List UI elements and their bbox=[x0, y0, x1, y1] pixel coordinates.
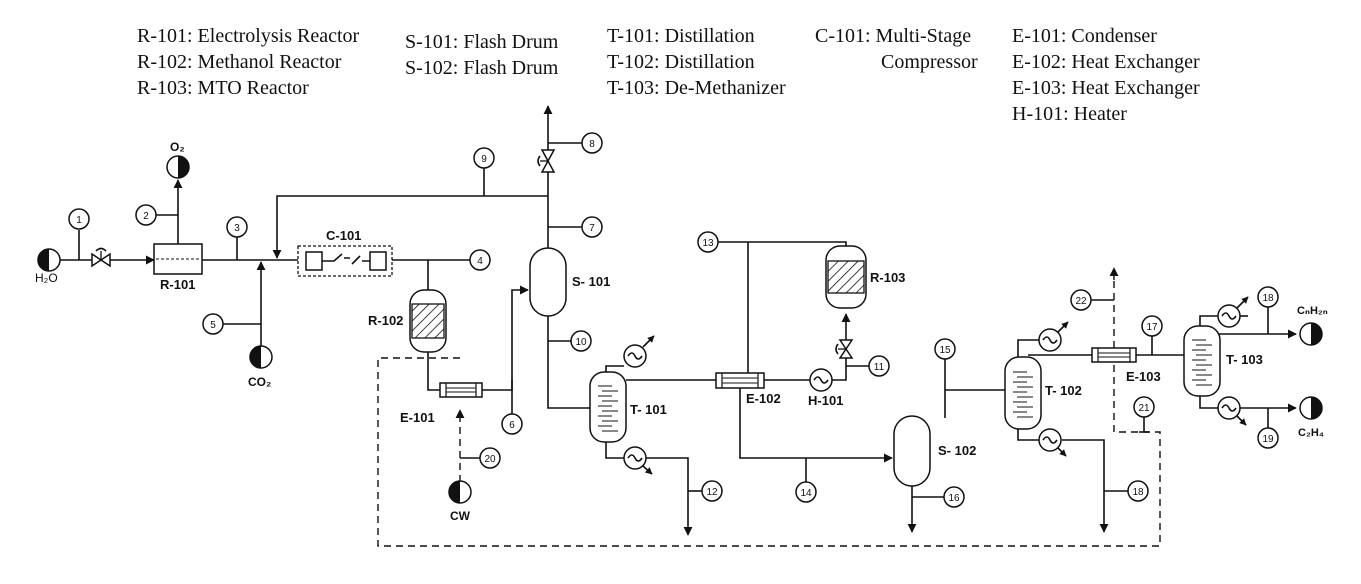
label-r103: R-103 bbox=[870, 270, 905, 285]
stream-tag-7: 7 bbox=[589, 223, 595, 234]
stream-tag-10: 10 bbox=[575, 337, 587, 348]
stream-tag-2: 2 bbox=[143, 211, 149, 222]
distillation-column-t102: T- 102 bbox=[1004, 356, 1082, 430]
distillation-column-t101: T- 101 bbox=[589, 371, 667, 443]
label-e101: E-101 bbox=[400, 410, 435, 425]
stream-tags: 1 2 3 4 5 6 7 8 9 10 11 12 13 14 15 16 1 bbox=[68, 132, 1279, 508]
co2-source: CO₂ bbox=[248, 345, 273, 389]
stream-tag-13: 13 bbox=[702, 238, 714, 249]
legend-r101: R-101: Electrolysis Reactor bbox=[137, 25, 360, 47]
r103-valve-icon bbox=[835, 339, 854, 359]
stream-tag-4: 4 bbox=[477, 256, 483, 267]
label-s101: S- 101 bbox=[572, 274, 610, 289]
stream-tag-1: 1 bbox=[76, 215, 82, 226]
label-h2o: H₂O bbox=[35, 271, 58, 285]
o2-product: O₂ bbox=[166, 140, 190, 179]
heater-h101: H-101 bbox=[808, 368, 843, 408]
legend-c101-cont: Compressor bbox=[881, 51, 978, 73]
label-t102: T- 102 bbox=[1045, 383, 1082, 398]
t102-reboiler-icon bbox=[1038, 428, 1067, 457]
stream-tag-14: 14 bbox=[800, 488, 812, 499]
label-t103: T- 103 bbox=[1226, 352, 1263, 367]
stream-tag-20: 20 bbox=[484, 454, 496, 465]
c2h4-product: C₂H₄ bbox=[1298, 396, 1324, 439]
heat-exchanger-e103: E-103 bbox=[1091, 347, 1161, 384]
stream-tag-18-bottom: 18 bbox=[1132, 487, 1144, 498]
h2o-source: H₂O bbox=[35, 248, 61, 285]
t103-reboiler-icon bbox=[1217, 396, 1247, 426]
demethanizer-t103: T- 103 bbox=[1183, 325, 1263, 397]
legend-h101: H-101: Heater bbox=[1012, 103, 1127, 125]
legend-t101: T-101: Distillation bbox=[607, 25, 755, 47]
label-c101: C-101 bbox=[326, 228, 361, 243]
label-t101: T- 101 bbox=[630, 402, 667, 417]
stream-tag-17: 17 bbox=[1146, 322, 1158, 333]
legend-s102: S-102: Flash Drum bbox=[405, 57, 559, 79]
legend-e102: E-102: Heat Exchanger bbox=[1012, 51, 1200, 73]
cnh2n-product: CₙH₂ₙ bbox=[1297, 305, 1328, 346]
legend-c101: C-101: Multi-Stage bbox=[815, 25, 971, 47]
label-o2: O₂ bbox=[170, 140, 185, 154]
flash-drum-s102: S- 102 bbox=[893, 415, 976, 487]
cw-source: CW bbox=[448, 480, 472, 523]
stream-tag-21: 21 bbox=[1138, 403, 1150, 414]
heat-exchanger-e102: E-102 bbox=[715, 372, 781, 406]
stream-tag-22: 22 bbox=[1075, 296, 1087, 307]
stream-tag-15: 15 bbox=[939, 345, 951, 356]
t103-condenser-icon bbox=[1217, 296, 1249, 328]
label-c2h4: C₂H₄ bbox=[1298, 427, 1324, 439]
stream-tag-3: 3 bbox=[234, 223, 240, 234]
label-h101: H-101 bbox=[808, 393, 843, 408]
legend-t103: T-103: De-Methanizer bbox=[607, 77, 786, 99]
stream-tag-6: 6 bbox=[509, 420, 515, 431]
stream-tag-12: 12 bbox=[706, 487, 718, 498]
legend-e103: E-103: Heat Exchanger bbox=[1012, 77, 1200, 99]
legend-t102: T-102: Distillation bbox=[607, 51, 755, 73]
stream-tag-19: 19 bbox=[1262, 434, 1274, 445]
legend-s101: S-101: Flash Drum bbox=[405, 31, 559, 53]
label-s102: S- 102 bbox=[938, 443, 976, 458]
electrolysis-reactor-r101: R-101 bbox=[153, 243, 203, 292]
legend: R-101: Electrolysis Reactor R-102: Metha… bbox=[137, 25, 1200, 125]
t102-condenser-icon bbox=[1038, 321, 1069, 352]
flash-drum-s101: S- 101 bbox=[529, 247, 610, 317]
vent-valve-icon bbox=[537, 149, 556, 173]
label-co2: CO₂ bbox=[248, 375, 271, 389]
cooling-water-loop bbox=[377, 267, 1161, 547]
compressor-c101: C-101 bbox=[297, 228, 393, 277]
stream-tag-16: 16 bbox=[948, 493, 960, 504]
stream-tag-18-top: 18 bbox=[1262, 293, 1274, 304]
t101-reboiler-icon bbox=[623, 446, 653, 475]
label-cw: CW bbox=[450, 509, 471, 523]
label-cnh2n: CₙH₂ₙ bbox=[1297, 305, 1328, 317]
stream-tag-5: 5 bbox=[210, 320, 216, 331]
legend-e101: E-101: Condenser bbox=[1012, 25, 1157, 47]
stream-tag-8: 8 bbox=[589, 139, 595, 150]
process-lines bbox=[60, 105, 1297, 536]
label-r101: R-101 bbox=[160, 277, 195, 292]
methanol-reactor-r102: R-102 bbox=[368, 289, 447, 353]
condenser-e101: E-101 bbox=[400, 382, 483, 425]
legend-r103: R-103: MTO Reactor bbox=[137, 77, 309, 99]
feed-valve-icon bbox=[91, 247, 111, 268]
stream-tag-9: 9 bbox=[481, 154, 487, 165]
mto-reactor-r103: R-103 bbox=[825, 245, 905, 309]
label-e102: E-102 bbox=[746, 391, 781, 406]
legend-r102: R-102: Methanol Reactor bbox=[137, 51, 342, 73]
label-r102: R-102 bbox=[368, 313, 403, 328]
stream-tag-11: 11 bbox=[874, 362, 885, 373]
t101-condenser-icon bbox=[623, 335, 655, 368]
label-e103: E-103 bbox=[1126, 369, 1161, 384]
